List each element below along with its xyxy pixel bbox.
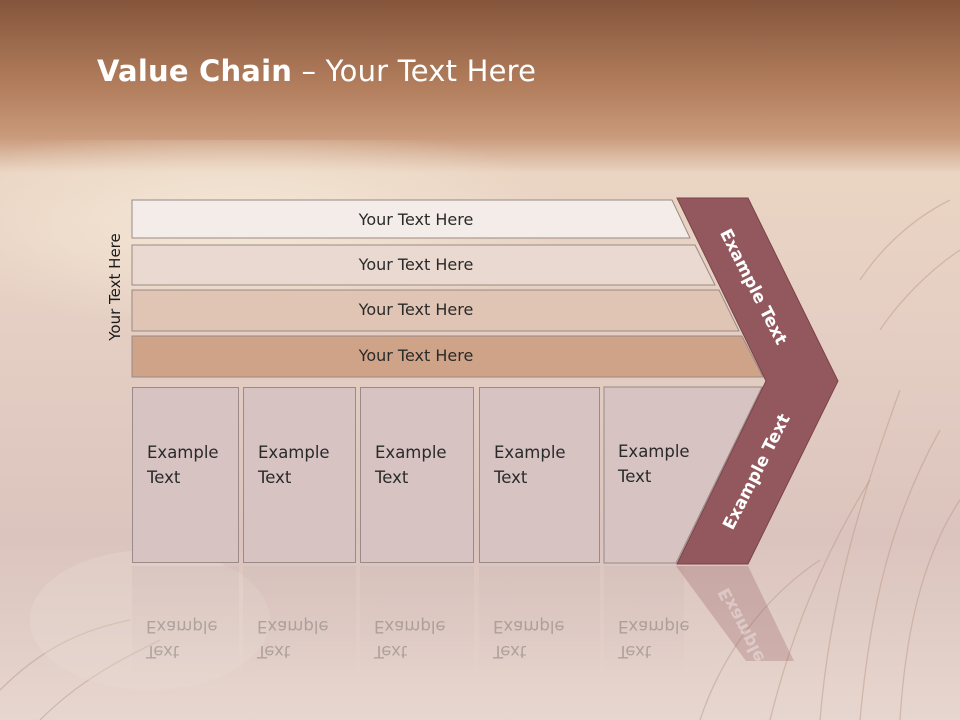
reflection-2-line1: Example xyxy=(257,617,329,636)
column-5 xyxy=(603,386,763,564)
reflection-3-line2: Text xyxy=(374,642,408,661)
row-4-shape xyxy=(131,335,764,378)
column-5-line1: Example xyxy=(618,442,690,461)
row-1-label: Your Text Here xyxy=(358,210,474,229)
row-3-fill xyxy=(131,289,740,332)
reflection-4-line2: Text xyxy=(493,642,527,661)
column-4-line2: Text xyxy=(494,468,528,487)
row-3-shape xyxy=(131,289,740,332)
row-4-label: Your Text Here xyxy=(358,346,474,365)
reflection-4-line1: Example xyxy=(493,617,565,636)
column-1-line2: Text xyxy=(147,468,181,487)
reflection-3-line1: Example xyxy=(374,617,446,636)
column-3-line1: Example xyxy=(375,443,447,462)
reflection-column-4: Text Example xyxy=(479,566,600,676)
column-3-line2: Text xyxy=(375,468,409,487)
row-4-fill xyxy=(131,335,764,378)
title-rest: – Your Text Here xyxy=(292,54,537,88)
column-2-line1: Example xyxy=(258,443,330,462)
column-2-line2: Text xyxy=(258,468,292,487)
reflection-1-line1: Example xyxy=(146,617,218,636)
column-5-line2: Text xyxy=(618,467,652,486)
column-1-line1: Example xyxy=(147,443,219,462)
row-3-label: Your Text Here xyxy=(358,300,474,319)
row-3: Your Text Here xyxy=(131,289,740,332)
reflection-column-1: Text Example xyxy=(132,566,239,676)
slide-title: Value Chain – Your Text Here xyxy=(97,54,536,88)
side-label: Your Text Here xyxy=(106,233,124,341)
column-4-line1: Example xyxy=(494,443,566,462)
row-4: Your Text Here xyxy=(131,335,764,378)
row-1: Your Text Here xyxy=(131,199,692,240)
row-2-shape xyxy=(131,244,716,286)
reflection-column-3: Text Example xyxy=(360,566,474,676)
chevron-shape xyxy=(676,197,839,565)
row-1-shape xyxy=(131,199,691,239)
chevron-arrow xyxy=(676,197,839,565)
row-1-fill xyxy=(131,199,691,239)
column-5-shape xyxy=(603,386,763,564)
row-2-fill xyxy=(131,244,716,286)
reflection-column-2: Text Example xyxy=(243,566,356,676)
row-2-label: Your Text Here xyxy=(358,255,474,274)
title-bold: Value Chain xyxy=(97,54,293,88)
row-2: Your Text Here xyxy=(131,244,717,286)
reflection-1-line2: Text xyxy=(146,642,180,661)
reflection-chevron xyxy=(676,566,794,661)
reflection-chevron-shape xyxy=(676,566,794,661)
reflection-2-line2: Text xyxy=(257,642,291,661)
